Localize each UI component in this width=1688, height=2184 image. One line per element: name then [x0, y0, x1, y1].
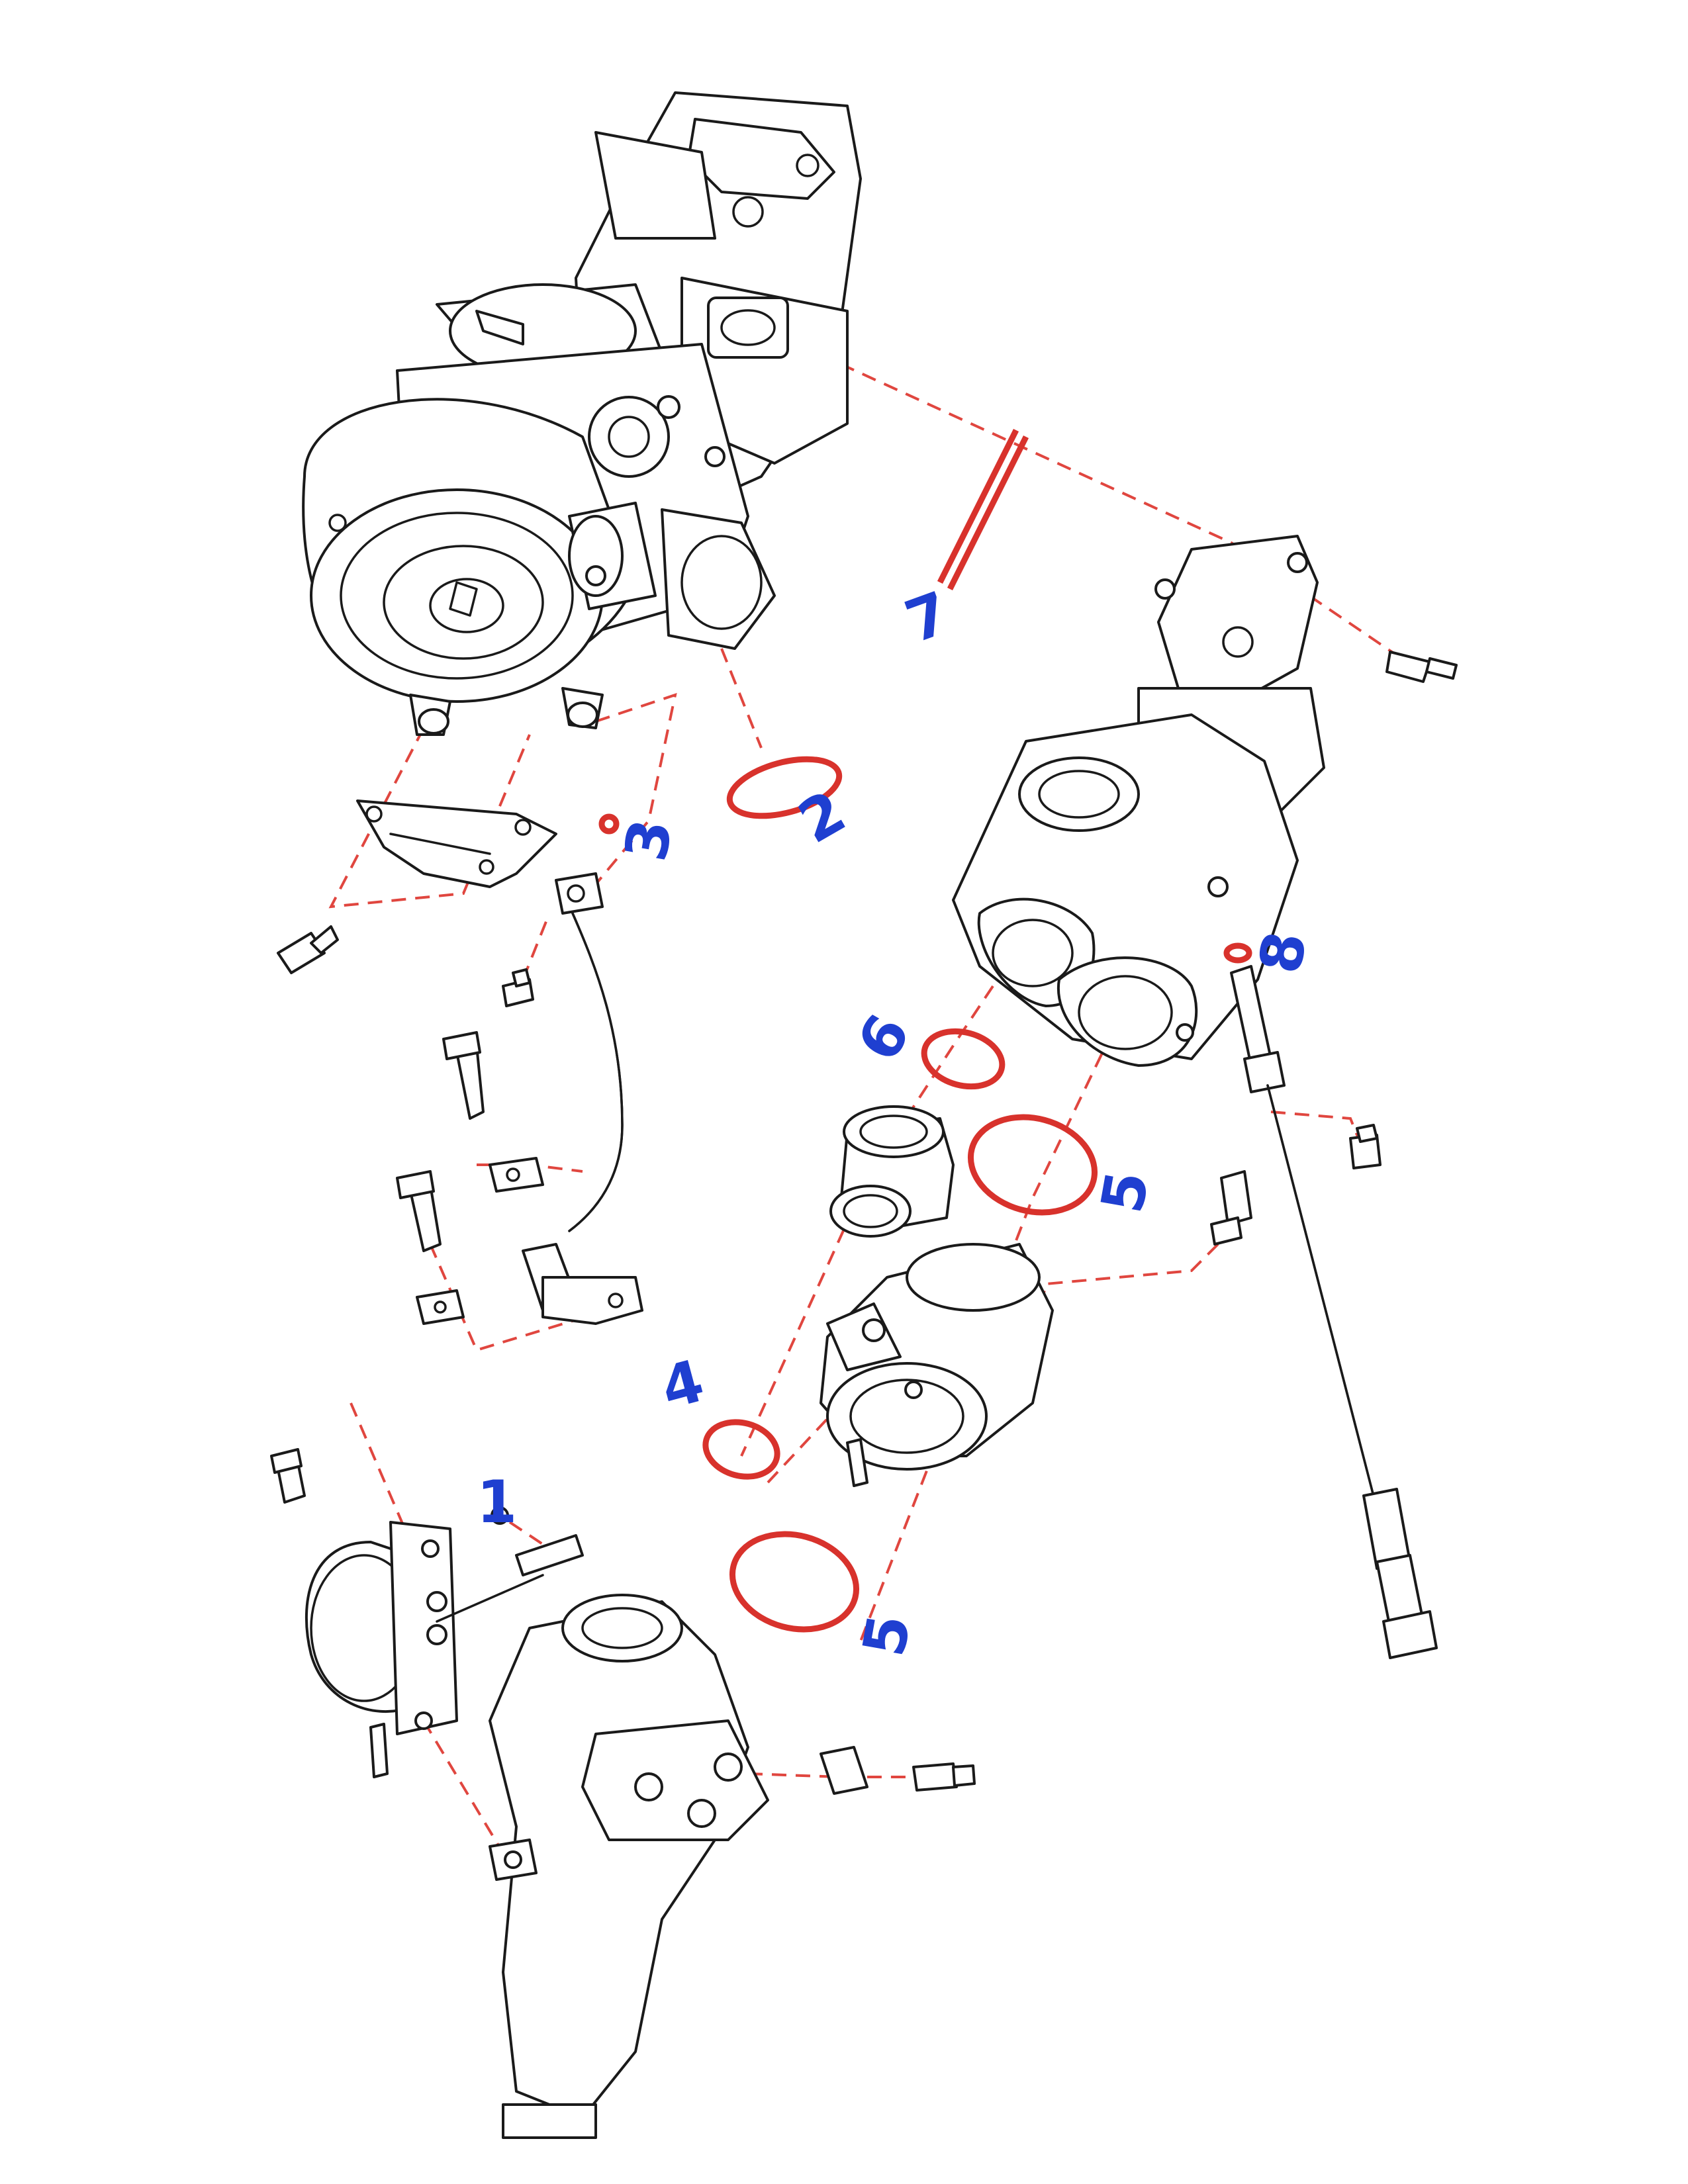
bypass-valve-housing	[820, 1243, 1054, 1487]
exhaust-temperature-sensor	[1230, 965, 1438, 1659]
actuator-clip	[491, 1506, 509, 1525]
connector-sleeve	[829, 1105, 955, 1238]
exhaust-manifold	[489, 1594, 769, 2139]
callout-1: 1	[477, 1468, 517, 1536]
seals	[598, 428, 1252, 1633]
turbine-outlet-housing	[952, 713, 1299, 1067]
leader-oil-line-bolt-1	[522, 913, 551, 980]
manifold-clip-and-bolt	[820, 1746, 976, 1795]
seal-5-upper	[967, 1114, 1098, 1216]
leader-actuator-to-manifold	[422, 1719, 504, 1854]
wastegate-actuator	[305, 1521, 584, 1778]
callout-4: 4	[654, 1346, 711, 1422]
callout-6: 6	[844, 1003, 923, 1073]
seal-6	[921, 1028, 1006, 1090]
callout-5-upper: 5	[1088, 1166, 1162, 1218]
callout-3: 3	[612, 814, 686, 866]
sensor-bolt	[1349, 1124, 1382, 1169]
oil-line-clip-lower	[396, 1170, 465, 1325]
seal-5-lower	[729, 1531, 860, 1633]
turbocharger-assembly	[302, 91, 862, 736]
gasket-seal-7	[937, 428, 1029, 591]
support-bracket	[356, 799, 557, 888]
flange-bolt	[1385, 651, 1458, 683]
leader-outlet-to-seal-5	[859, 1032, 1113, 1642]
oil-line-bolt-upper	[502, 968, 534, 1007]
leader-bracket-right	[581, 693, 677, 901]
bracket-bolt	[277, 925, 339, 974]
leader-flange-bolts	[1031, 1243, 1219, 1344]
leader-turbo-to-flange	[840, 363, 1398, 657]
seal-2	[726, 756, 843, 819]
flange-stud	[1210, 1170, 1252, 1246]
oil-line-clip-upper	[442, 1031, 544, 1193]
seal-3	[598, 813, 620, 835]
actuator-bolt	[270, 1448, 306, 1504]
seal-4	[702, 1419, 780, 1480]
callout-5-lower: 5	[849, 1610, 923, 1661]
leader-manifold-bolt	[747, 1772, 933, 1778]
callout-7: 7	[897, 578, 959, 657]
leader-turbo-to-seal-2	[720, 648, 763, 749]
callout-2: 2	[787, 777, 857, 856]
leader-sensor-bolt	[1270, 1111, 1365, 1152]
oil-feed-line	[522, 872, 643, 1325]
seal-8	[1223, 942, 1252, 964]
